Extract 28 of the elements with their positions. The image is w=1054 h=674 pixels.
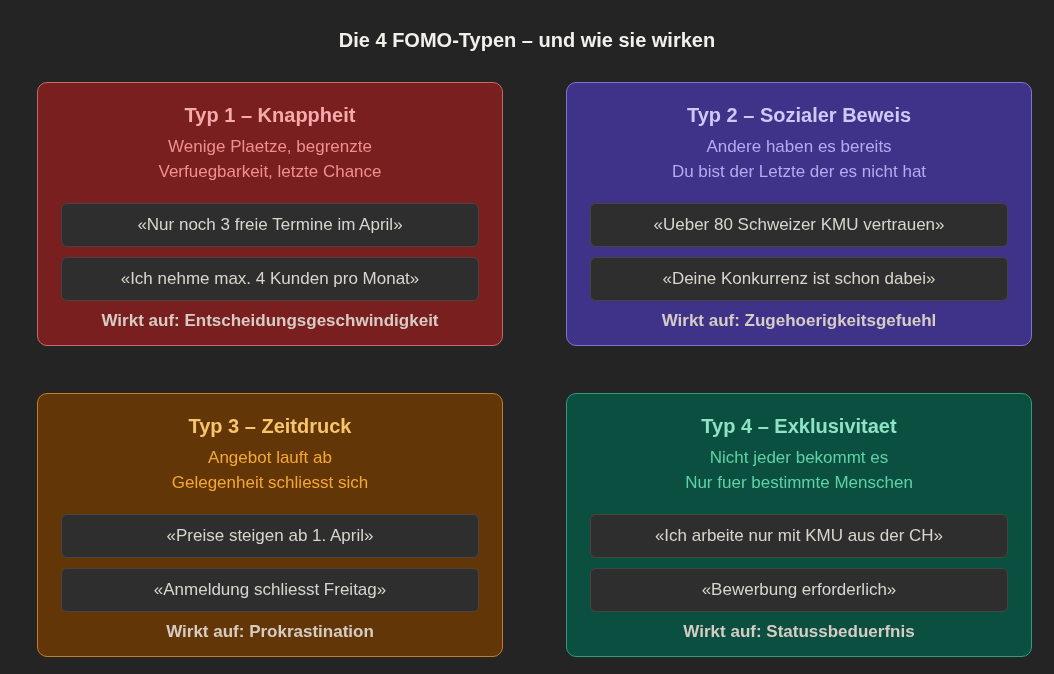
card-subtitle: Du bist der Letzte der es nicht hat xyxy=(671,161,927,183)
card-heading: Typ 4 – Exklusivitaet xyxy=(701,414,897,439)
card-heading: Typ 3 – Zeitdruck xyxy=(188,414,352,439)
card-subtitle: Nicht jeder bekommt es xyxy=(709,447,889,469)
card-subtitle: Gelegenheit schliesst sich xyxy=(171,472,369,494)
type-card xyxy=(37,393,503,657)
diagram-title: Die 4 FOMO-Typen – und wie sie wirken xyxy=(338,29,716,51)
quote-box: «Nur noch 3 freie Termine im April» xyxy=(61,203,479,247)
card-subtitle: Wenige Plaetze, begrenzte Verfuegbarkeit, letzte Chance xyxy=(157,136,383,183)
effect-text: Wirkt auf: Prokrastination xyxy=(166,621,374,643)
quote-box: «Bewerbung erforderlich» xyxy=(590,568,1008,612)
quote-box: «Deine Konkurrenz ist schon dabei» xyxy=(590,257,1008,301)
quote-box: «Ueber 80 Schweizer KMU vertrauen» xyxy=(590,203,1008,247)
quote-box: «Preise steigen ab 1. April» xyxy=(61,514,479,558)
type-card xyxy=(566,82,1032,346)
effect-text: Wirkt auf: Statussbeduerfnis xyxy=(683,621,915,643)
card-subtitle: Andere haben es bereits xyxy=(706,136,892,158)
card-heading: Typ 2 – Sozialer Beweis xyxy=(686,103,912,128)
type-card xyxy=(566,393,1032,657)
quote-box: «Ich arbeite nur mit KMU aus der CH» xyxy=(590,514,1008,558)
quote-box: «Ich nehme max. 4 Kunden pro Monat» xyxy=(61,257,479,301)
card-subtitle: Angebot lauft ab xyxy=(208,447,332,469)
effect-text: Wirkt auf: Zugehoerigkeitsgefuehl xyxy=(661,310,937,332)
quote-box: «Anmeldung schliesst Freitag» xyxy=(61,568,479,612)
card-subtitle: Nur fuer bestimmte Menschen xyxy=(685,472,913,494)
card-heading: Typ 1 – Knappheit xyxy=(184,103,356,128)
type-card xyxy=(37,82,503,346)
effect-text: Wirkt auf: Entscheidungsgeschwindigkeit xyxy=(101,310,439,332)
